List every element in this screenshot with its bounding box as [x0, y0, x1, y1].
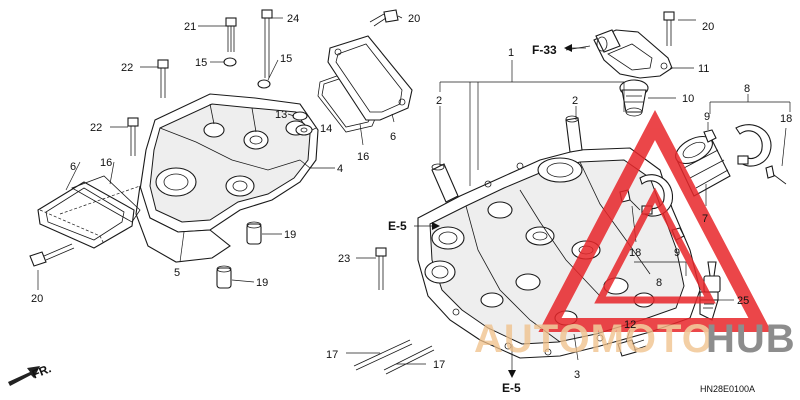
temp-sensor-12: [617, 339, 647, 357]
callout-16a: 16: [100, 157, 112, 169]
bolt-20-top: [369, 9, 399, 27]
cover-6-left: [37, 181, 135, 249]
callout-15b: 15: [280, 53, 292, 65]
callout-17b: 17: [433, 359, 445, 371]
callout-10: 10: [682, 93, 694, 105]
callout-9a: 9: [704, 111, 710, 123]
callout-24: 24: [287, 13, 299, 25]
callout-12: 12: [624, 319, 636, 331]
f33-arrow: [564, 44, 572, 52]
callout-21: 21: [184, 21, 196, 33]
cover-6-top: [327, 35, 413, 121]
watermark-text-right: HUB: [706, 317, 796, 361]
callout-18a: 18: [780, 113, 792, 125]
ref-e5-bottom: E-5: [502, 381, 521, 395]
diagram-code: HN28E0100A: [700, 384, 755, 394]
callout-labels: 1 2 2 3 4 5 6 6 7 8 8 9 9 10 11 12 13 14…: [30, 13, 792, 395]
callout-20a: 20: [408, 13, 420, 25]
callout-17a: 17: [326, 349, 338, 361]
callout-14: 14: [320, 123, 332, 135]
callout-2b: 2: [572, 95, 578, 107]
callout-25: 25: [737, 295, 749, 307]
callout-22b: 22: [90, 122, 102, 134]
callout-3: 3: [574, 369, 580, 381]
stud-17b: [383, 345, 435, 375]
callout-7: 7: [702, 213, 708, 225]
gasket-16-left: [71, 175, 141, 223]
screw-18a: [765, 165, 787, 185]
callout-20c: 20: [31, 293, 43, 305]
watermark-triangle-outer: [538, 109, 772, 332]
direction-label: FR.: [30, 361, 53, 381]
e5-arrow-left: [432, 222, 440, 230]
dowel-19a: [246, 221, 262, 245]
cylinder-head-cover-group: [29, 9, 413, 290]
dowel-2b: [565, 115, 583, 153]
stud-17a: [353, 339, 413, 371]
callout-13: 13: [275, 109, 287, 121]
callout-9b: 9: [674, 247, 680, 259]
callout-19a: 19: [284, 229, 296, 241]
bolt-20-left: [29, 243, 75, 267]
callout-6b: 6: [390, 131, 396, 143]
callout-1: 1: [508, 47, 514, 59]
hose-clamp-8a: [735, 124, 772, 167]
callout-22a: 22: [121, 62, 133, 74]
washer-15b: [257, 79, 271, 89]
washer-14: [295, 124, 313, 136]
callout-2a: 2: [436, 95, 442, 107]
callout-6a: 6: [70, 161, 76, 173]
callout-20b: 20: [702, 21, 714, 33]
dowel-2a: [431, 163, 459, 203]
callout-23: 23: [338, 253, 350, 265]
watermark-text-left: AUTOMOTO: [474, 317, 714, 361]
head-cover-5-flange: [135, 185, 231, 263]
e5-arrow-bottom: [508, 370, 516, 378]
bolt-23: [375, 247, 387, 290]
callout-8a: 8: [744, 83, 750, 95]
watermark: AUTOMOTO HUB: [474, 109, 796, 361]
bolt-22-lower: [127, 117, 139, 156]
bolt-22-upper: [157, 59, 169, 98]
callout-5: 5: [174, 267, 180, 279]
nut-9a: [703, 129, 717, 143]
watermark-triangle-inner: [594, 187, 716, 304]
washer-15a: [223, 57, 237, 67]
dowel-19b: [216, 265, 232, 289]
washer-13: [292, 111, 308, 121]
thermostat-10: [619, 79, 649, 117]
stud-24: [261, 9, 273, 78]
callout-15a: 15: [195, 57, 207, 69]
front-direction-arrow: [8, 366, 40, 386]
callout-18b: 18: [629, 247, 641, 259]
bolt-21: [225, 17, 237, 52]
ref-e5-left: E-5: [388, 219, 407, 233]
callout-19b: 19: [256, 277, 268, 289]
ref-f33: F-33: [532, 43, 557, 57]
callout-4: 4: [337, 163, 343, 175]
thermostat-cover-11: [593, 29, 673, 79]
bolt-20-thermo: [663, 11, 675, 46]
callout-16b: 16: [357, 151, 369, 163]
callout-8b: 8: [656, 277, 662, 289]
callout-11: 11: [698, 63, 709, 75]
